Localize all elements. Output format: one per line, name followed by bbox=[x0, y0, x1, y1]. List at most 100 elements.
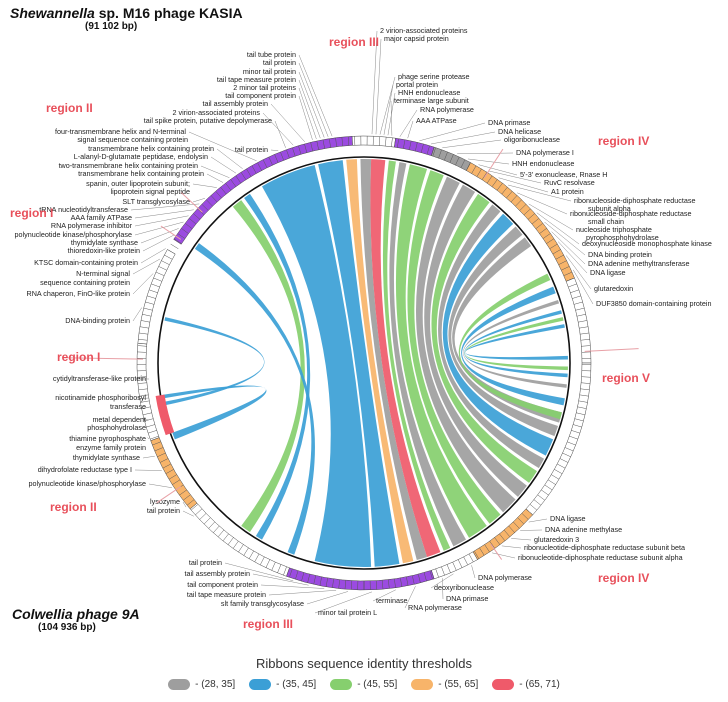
gene-tick bbox=[513, 521, 520, 529]
gene-tick bbox=[138, 339, 148, 341]
gene-leader bbox=[399, 109, 418, 137]
gene-leader bbox=[511, 538, 532, 541]
region-label-top-region-iii: region III bbox=[329, 35, 379, 49]
gene-tick bbox=[147, 295, 156, 299]
ribbon bbox=[370, 159, 441, 558]
top-genome-strain: sp. M16 phage KASIA bbox=[98, 5, 243, 21]
gene-tick bbox=[203, 517, 211, 525]
gene-tick bbox=[155, 271, 165, 276]
gene-leader bbox=[298, 71, 325, 138]
gene-label: terminase bbox=[376, 596, 408, 605]
legend-item: - (45, 55] bbox=[330, 679, 397, 690]
gene-tick bbox=[541, 489, 549, 496]
legend-swatch bbox=[249, 679, 272, 690]
gene-leader bbox=[224, 562, 294, 582]
gene-tick bbox=[183, 494, 191, 501]
gene-tick bbox=[388, 579, 390, 589]
gene-leader bbox=[544, 221, 586, 256]
gene-tick bbox=[557, 463, 566, 469]
ribbon bbox=[465, 324, 568, 360]
gene-tick bbox=[568, 283, 577, 288]
gene-label: signal sequence containing protein bbox=[77, 135, 188, 144]
gene-leader bbox=[298, 54, 333, 137]
gene-tick bbox=[471, 165, 477, 174]
gene-tick bbox=[579, 394, 589, 397]
top-genome-title: Shewannella sp. M16 phage KASIA (91 102 … bbox=[10, 5, 243, 32]
gene-tick bbox=[435, 568, 439, 578]
gene-label: RNA polymerase inhibitor bbox=[51, 221, 133, 230]
gene-leader bbox=[132, 258, 161, 275]
gene-leader bbox=[457, 152, 514, 155]
gene-leader bbox=[182, 501, 187, 508]
gene-tick bbox=[552, 249, 561, 255]
top-genome-species: Shewannella bbox=[10, 5, 95, 21]
gene-leader bbox=[132, 307, 143, 322]
gene-label: AAA family ATPase bbox=[71, 213, 132, 222]
gene-tick bbox=[579, 326, 589, 329]
gene-label: enzyme family protein bbox=[76, 443, 146, 452]
gene-tick bbox=[463, 556, 468, 566]
dna-binding-block bbox=[155, 394, 175, 436]
label-leaders bbox=[130, 30, 594, 614]
ribbon bbox=[438, 204, 545, 469]
gene-label: SLT transglycosylase bbox=[122, 197, 190, 206]
gene-leader bbox=[572, 269, 594, 305]
gene-label: slt family transglycosylase bbox=[221, 599, 304, 608]
gene-leader bbox=[270, 103, 305, 142]
gene-tick bbox=[310, 142, 313, 152]
gene-tick bbox=[529, 504, 538, 511]
gene-label: deoxynucleoside monophosphate kinase bbox=[582, 239, 712, 248]
gene-leader bbox=[260, 584, 325, 589]
gene-tick bbox=[158, 266, 167, 271]
gene-leader bbox=[517, 192, 568, 215]
gene-tick bbox=[251, 165, 257, 174]
gene-tick bbox=[506, 190, 513, 199]
gene-label: pyrophosphohydrolase bbox=[586, 233, 659, 242]
region-dividers bbox=[64, 148, 639, 560]
gene-tick bbox=[138, 332, 148, 335]
gene-tick bbox=[486, 175, 493, 184]
gene-label: 2 virion-associated proteins bbox=[173, 108, 261, 117]
gene-leader bbox=[498, 177, 549, 193]
gene-tick bbox=[573, 424, 582, 428]
gene-tick bbox=[139, 394, 149, 397]
gene-tick bbox=[257, 162, 262, 171]
gene-leader bbox=[314, 591, 373, 614]
genome-segment bbox=[351, 135, 396, 148]
gene-tick bbox=[391, 137, 393, 147]
gene-label: oligoribonuclease bbox=[504, 135, 560, 144]
legend-title: Ribbons sequence identity thresholds bbox=[255, 656, 473, 671]
gene-tick bbox=[260, 556, 265, 566]
gene-leader bbox=[298, 62, 329, 137]
gene-label: KTSC domain-containing protein bbox=[34, 258, 138, 267]
gene-leader bbox=[528, 203, 574, 231]
gene-tick bbox=[574, 418, 584, 422]
gene-leader bbox=[134, 469, 162, 471]
gene-tick bbox=[412, 575, 415, 585]
gene-tick bbox=[426, 145, 430, 155]
gene-tick bbox=[177, 233, 186, 239]
gene-tick bbox=[562, 452, 571, 458]
legend-swatch bbox=[168, 679, 191, 690]
gene-tick bbox=[167, 249, 176, 255]
gene-leader bbox=[192, 198, 205, 203]
region-divider bbox=[160, 225, 182, 240]
gene-tick bbox=[277, 564, 282, 573]
gene-tick bbox=[304, 143, 308, 153]
legend-item: - (65, 71) bbox=[492, 679, 560, 690]
gene-tick bbox=[329, 138, 331, 148]
gene-label: phosphohydrolase bbox=[87, 423, 146, 432]
gene-leader bbox=[501, 545, 522, 549]
gene-tick bbox=[206, 199, 213, 207]
gene-tick bbox=[558, 260, 567, 265]
gene-tick bbox=[154, 447, 164, 452]
gene-tick bbox=[168, 474, 177, 480]
gene-leader bbox=[200, 165, 230, 178]
gene-tick bbox=[575, 307, 585, 311]
gene-tick bbox=[289, 568, 293, 578]
region-divider bbox=[584, 348, 639, 352]
gene-leader bbox=[558, 241, 588, 274]
gene-label: tail component protein bbox=[187, 580, 258, 589]
gene-leader bbox=[551, 231, 586, 265]
